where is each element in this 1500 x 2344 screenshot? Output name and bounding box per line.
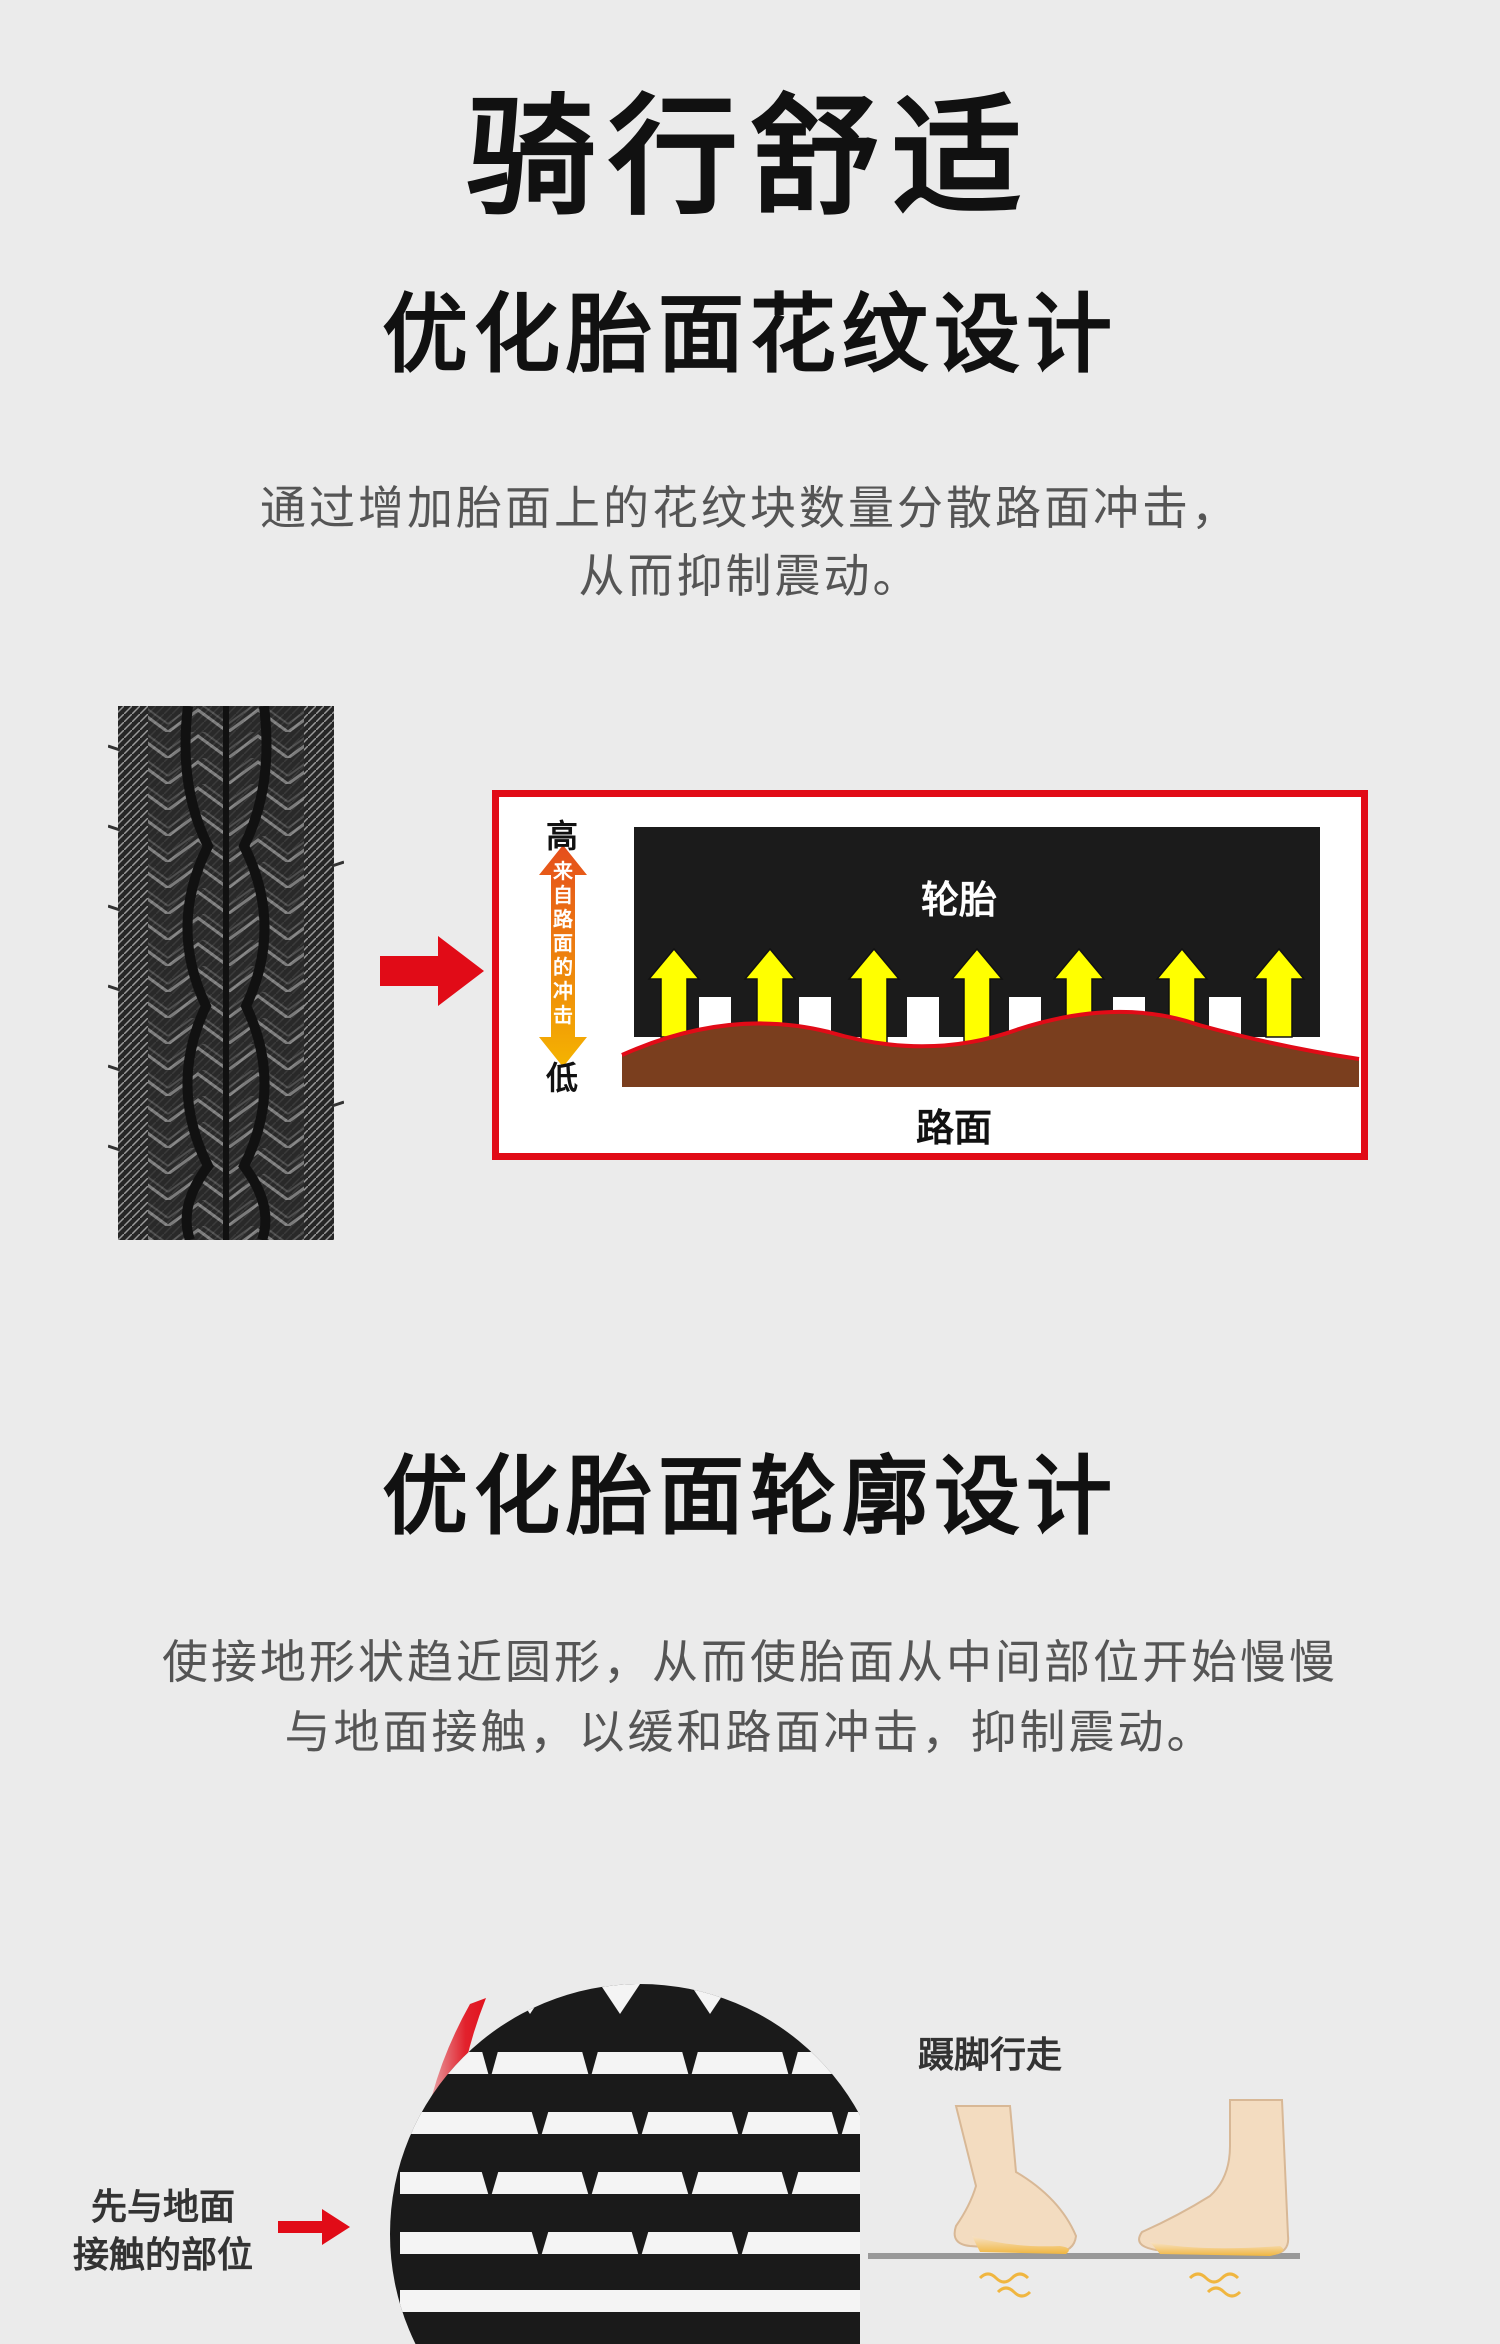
- contact-point-label: 先与地面 接触的部位: [52, 2184, 274, 2280]
- impact-scale-arrow: [539, 845, 587, 1067]
- section-desc-line: 与地面接触，以缓和路面冲击，抑制震动。: [284, 1705, 1216, 1759]
- arrow-right-icon: [278, 2209, 350, 2245]
- impact-label: 来自路面的冲击: [553, 859, 573, 1027]
- low-label: 低: [546, 1059, 579, 1097]
- tiptoe-walk-label: 蹑脚行走: [918, 2035, 1063, 2076]
- arrow-right-icon: [380, 936, 484, 1006]
- impact-diagram: 高 来自路面的冲击 低 轮胎 路面: [492, 790, 1368, 1160]
- tire-profile-image: [390, 1984, 860, 2344]
- tire-label: 轮胎: [921, 878, 998, 922]
- section-desc-line: 从而抑制震动。: [578, 549, 922, 603]
- road-label: 路面: [916, 1106, 993, 1150]
- foot-tiptoe: [953, 2105, 1078, 2254]
- contact-label-line: 接触的部位: [72, 2235, 253, 2276]
- high-label: 高: [546, 817, 579, 855]
- tire-tread-image: [108, 706, 344, 1240]
- road-surface: [622, 1011, 1359, 1087]
- section-desc-line: 使接地形状趋近圆形，从而使胎面从中间部位开始慢慢: [162, 1635, 1338, 1689]
- foot-standing: [1138, 2099, 1290, 2256]
- section-heading-tread-profile: 优化胎面轮廓设计: [382, 1447, 1118, 1547]
- feet-illustration: [868, 2099, 1300, 2298]
- contact-label-line: 先与地面: [90, 2187, 235, 2228]
- page-title: 骑行舒适: [465, 81, 1034, 233]
- section-heading-tread-pattern: 优化胎面花纹设计: [382, 285, 1118, 385]
- section-desc-line: 通过增加胎面上的花纹块数量分散路面冲击，: [260, 481, 1240, 535]
